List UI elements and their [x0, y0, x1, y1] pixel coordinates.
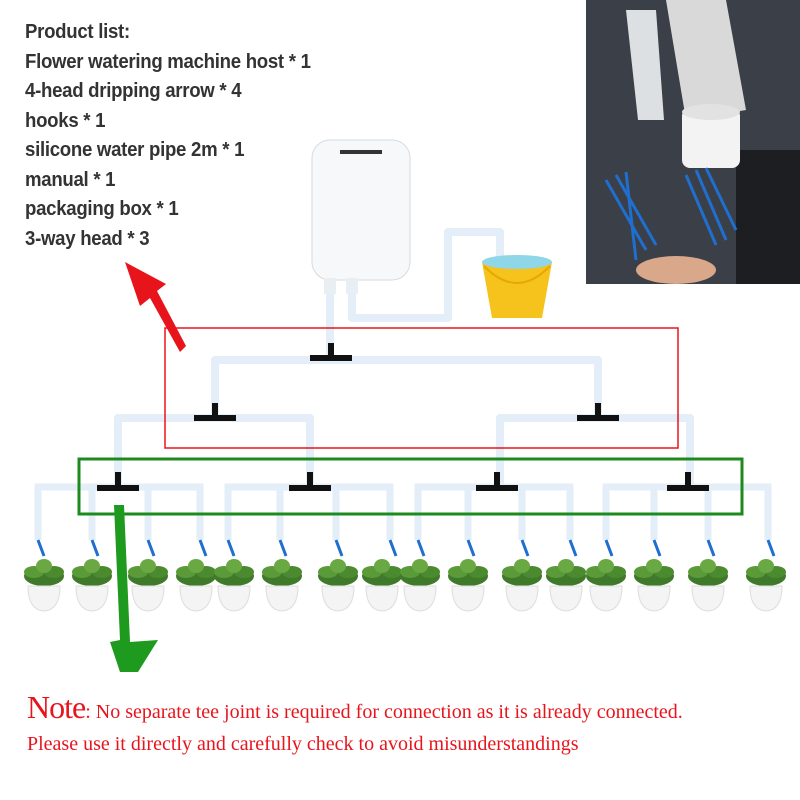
potted-plant	[634, 559, 674, 612]
dripping-arrow	[334, 539, 344, 557]
potted-plant	[262, 559, 302, 612]
dripping-arrow	[90, 539, 100, 557]
dripping-arrow	[388, 539, 398, 557]
dripping-arrow	[652, 539, 662, 557]
dripping-arrow	[146, 539, 156, 557]
red-highlight-box	[164, 327, 679, 449]
red-arrow-icon	[125, 262, 186, 352]
potted-plant	[502, 559, 542, 612]
dripping-arrow	[706, 539, 716, 557]
dripping-arrow	[520, 539, 530, 557]
green-arrow-icon	[110, 505, 158, 672]
product-item: Flower watering machine host * 1	[25, 50, 311, 73]
watering-machine-host	[311, 139, 411, 294]
potted-plant	[400, 559, 440, 612]
potted-plant	[362, 559, 402, 612]
note-label: Note	[27, 689, 86, 725]
product-item: 3-way head * 3	[25, 227, 150, 250]
potted-plant	[688, 559, 728, 612]
dripping-arrow	[36, 539, 46, 557]
product-item: silicone water pipe 2m * 1	[25, 139, 245, 161]
potted-plant	[72, 559, 112, 612]
water-bucket	[482, 255, 552, 318]
potted-plant	[546, 559, 586, 612]
dripping-arrow	[766, 539, 776, 557]
product-photo	[586, 0, 800, 284]
potted-plant	[176, 559, 216, 612]
potted-plant	[128, 559, 168, 612]
potted-plant	[24, 559, 64, 612]
potted-plant	[318, 559, 358, 612]
dripping-arrow	[568, 539, 578, 557]
dripping-arrow	[466, 539, 476, 557]
dripping-arrow	[226, 539, 236, 557]
dripping-arrow	[416, 539, 426, 557]
product-item: hooks * 1	[25, 109, 106, 132]
tee-joints	[97, 343, 709, 491]
potted-plant	[586, 559, 626, 612]
dripping-arrow	[198, 539, 208, 557]
product-item: manual * 1	[25, 168, 116, 191]
potted-plant	[214, 559, 254, 612]
potted-plant	[746, 559, 786, 612]
note-line-2: Please use it directly and carefully che…	[27, 733, 579, 755]
dripping-arrow	[604, 539, 614, 557]
product-list: Product list: Flower watering machine ho…	[25, 18, 311, 254]
plant-pots	[24, 559, 786, 612]
product-list-title: Product list:	[25, 21, 130, 43]
dripping-arrow	[278, 539, 288, 557]
product-item: packaging box * 1	[25, 198, 179, 220]
product-item: 4-head dripping arrow * 4	[25, 80, 242, 102]
note-line-1: : No separate tee joint is required for …	[85, 701, 683, 723]
note: Note: No separate tee joint is required …	[27, 690, 683, 759]
green-highlight-box	[77, 457, 744, 516]
potted-plant	[448, 559, 488, 612]
